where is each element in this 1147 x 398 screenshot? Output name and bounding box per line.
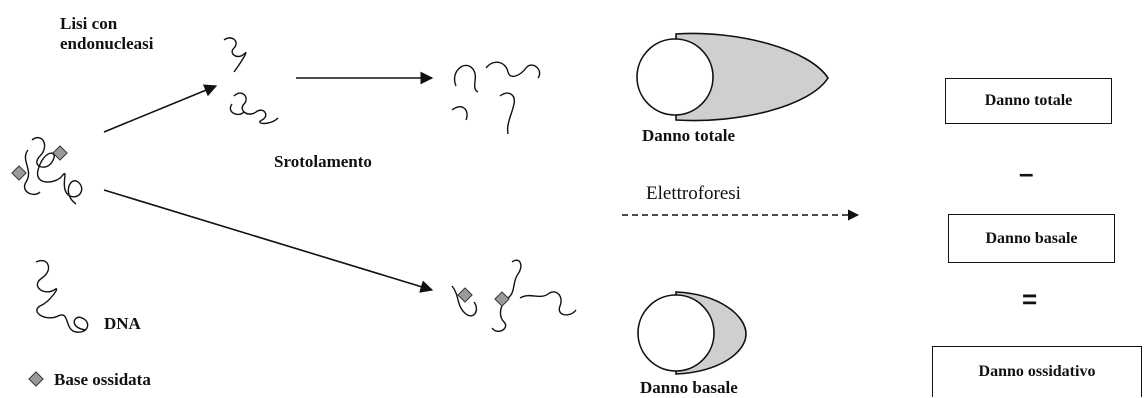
legend-oxidized-base-icon	[29, 372, 43, 386]
lysis-label-line2: endonucleasi	[60, 34, 154, 54]
comet-head	[637, 39, 713, 115]
equation-basal-box: Danno basale	[948, 214, 1115, 263]
arrow-to-basal-path	[104, 190, 432, 290]
dna-fragments-after-lysis	[224, 38, 278, 124]
equation-oxidative-text: Danno ossidativo	[979, 363, 1096, 381]
equation-minus: –	[1019, 160, 1033, 186]
equation-total-text: Danno totale	[985, 92, 1073, 110]
lysis-label-line1: Lisi con	[60, 14, 117, 34]
dna-strand-damaged	[25, 138, 82, 204]
comet-basal-label: Danno basale	[640, 378, 738, 398]
arrow-to-lysis	[104, 86, 216, 132]
equation-oxidative-box: Danno ossidativo	[932, 346, 1142, 397]
equation-basal-text: Danno basale	[985, 230, 1077, 248]
dna-fragments-unwound	[452, 62, 540, 134]
oxidized-base-marker	[458, 288, 472, 302]
oxidized-base-marker	[53, 146, 67, 160]
oxidized-base-marker	[495, 292, 509, 306]
equation-equals: =	[1022, 286, 1037, 312]
comet-total-label: Danno totale	[642, 126, 735, 146]
oxidized-base-marker	[12, 166, 26, 180]
comet-head	[638, 295, 714, 371]
comet-basal-damage	[638, 292, 746, 374]
unwinding-label: Srotolamento	[274, 152, 372, 172]
dna-label: DNA	[104, 314, 141, 334]
comet-total-damage	[637, 33, 828, 120]
electrophoresis-label: Elettroforesi	[646, 183, 741, 205]
equation-total-box: Danno totale	[945, 78, 1112, 124]
oxidized-base-label: Base ossidata	[54, 370, 151, 390]
legend-dna-strand	[36, 261, 88, 333]
